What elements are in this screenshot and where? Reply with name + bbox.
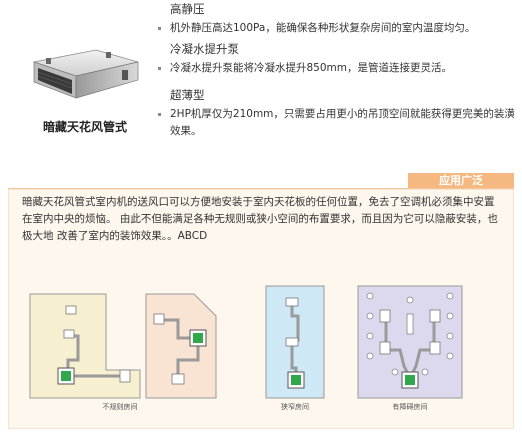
ceiling-duct-unit-icon [32,49,139,99]
application-tab: 应用广泛 [408,173,514,189]
feature-title: 超薄型 [170,88,205,102]
feature-title: 冷凝水提升泵 [170,42,239,56]
feature-high-static-pressure: 高静压 机外静压高达100Pa，能确保各种形状复杂房间的室内温度均匀。 [158,2,522,37]
bullet-icon [158,67,161,70]
bullet-icon [158,27,161,30]
feature-description: 冷凝水提升泵能将冷凝水提升850mm，是管道连接更灵活。 [158,60,522,77]
diagram-label-obstacle: 有障碍房间 [392,403,428,411]
application-description: 暗藏天花风管式室内机的送风口可以方便地安装于室内天花板的任何位置，免去了空调机必… [22,196,498,242]
feature-drain-pump: 冷凝水提升泵 冷凝水提升泵能将冷凝水提升850mm，是管道连接更灵活。 [158,42,522,77]
feature-description: 2HP机厚仅为210mm，只需要占用更小的吊顶空间就能获得更完美的装潢效果。 [158,106,515,140]
section-divider [8,188,514,189]
feature-description: 机外静压高达100Pa，能确保各种形状复杂房间的室内温度均匀。 [158,20,522,37]
diagram-label-irregular: 不规则房间 [102,403,138,411]
obstacle-room-diagram [357,285,463,399]
product-name: 暗藏天花风管式 [42,120,127,134]
bullet-icon [158,113,161,116]
irregular-room-diagram [29,293,217,399]
narrow-room-diagram [265,285,325,399]
feature-ultra-thin: 超薄型 2HP机厚仅为210mm，只需要占用更小的吊顶空间就能获得更完美的装潢效… [158,88,515,140]
feature-title: 高静压 [170,2,205,16]
diagram-label-narrow: 狭窄房间 [281,403,309,411]
